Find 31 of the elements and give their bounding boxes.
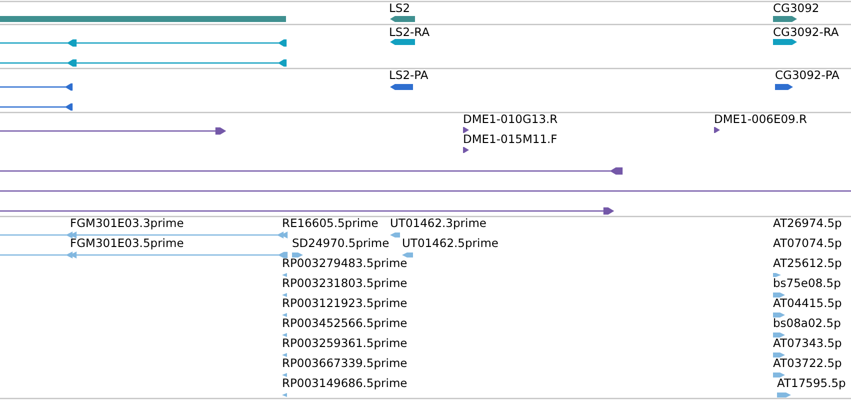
feature-label: bs75e08.5p xyxy=(773,277,841,290)
feature-label: RP003231803.5prime xyxy=(282,277,408,290)
feature-label: SD24970.5prime xyxy=(292,237,390,250)
feature-label: RP003452566.5prime xyxy=(282,317,408,330)
feature-label: LS2-PA xyxy=(389,69,428,82)
feature-label: CG3092-RA xyxy=(773,26,839,39)
feature-label: LS2 xyxy=(389,2,410,15)
feature-label: CG3092-PA xyxy=(775,69,840,82)
feature-label: AT26974.5p xyxy=(773,217,842,230)
feature-label: RP003279483.5prime xyxy=(282,257,408,270)
feature-label: AT03722.5p xyxy=(773,357,842,370)
feature-label: FGM301E03.3prime xyxy=(70,217,184,230)
feature-label: LS2-RA xyxy=(389,26,430,39)
feature-label: RP003259361.5prime xyxy=(282,337,408,350)
feature-label: AT17595.5p xyxy=(777,377,846,390)
feature-label: FGM301E03.5prime xyxy=(70,237,184,250)
feature-label: AT07343.5p xyxy=(773,337,842,350)
feature-label: RP003121923.5prime xyxy=(282,297,408,310)
feature-label: AT25612.5p xyxy=(773,257,842,270)
feature-label: DME1-006E09.R xyxy=(714,113,808,126)
feature-label: UT01462.3prime xyxy=(390,217,486,230)
feature-label: CG3092 xyxy=(773,2,820,15)
feature-label: RE16605.5prime xyxy=(282,217,378,230)
feature-label: RP003667339.5prime xyxy=(282,357,408,370)
feature-label: UT01462.5prime xyxy=(402,237,498,250)
feature-label: AT04415.5p xyxy=(773,297,842,310)
feature-label: DME1-010G13.R xyxy=(463,113,558,126)
feature-label: DME1-015M11.F xyxy=(463,133,558,146)
feature-label: bs08a02.5p xyxy=(773,317,841,330)
feature-label: RP003149686.5prime xyxy=(282,377,408,390)
feature-label: AT07074.5p xyxy=(773,237,842,250)
